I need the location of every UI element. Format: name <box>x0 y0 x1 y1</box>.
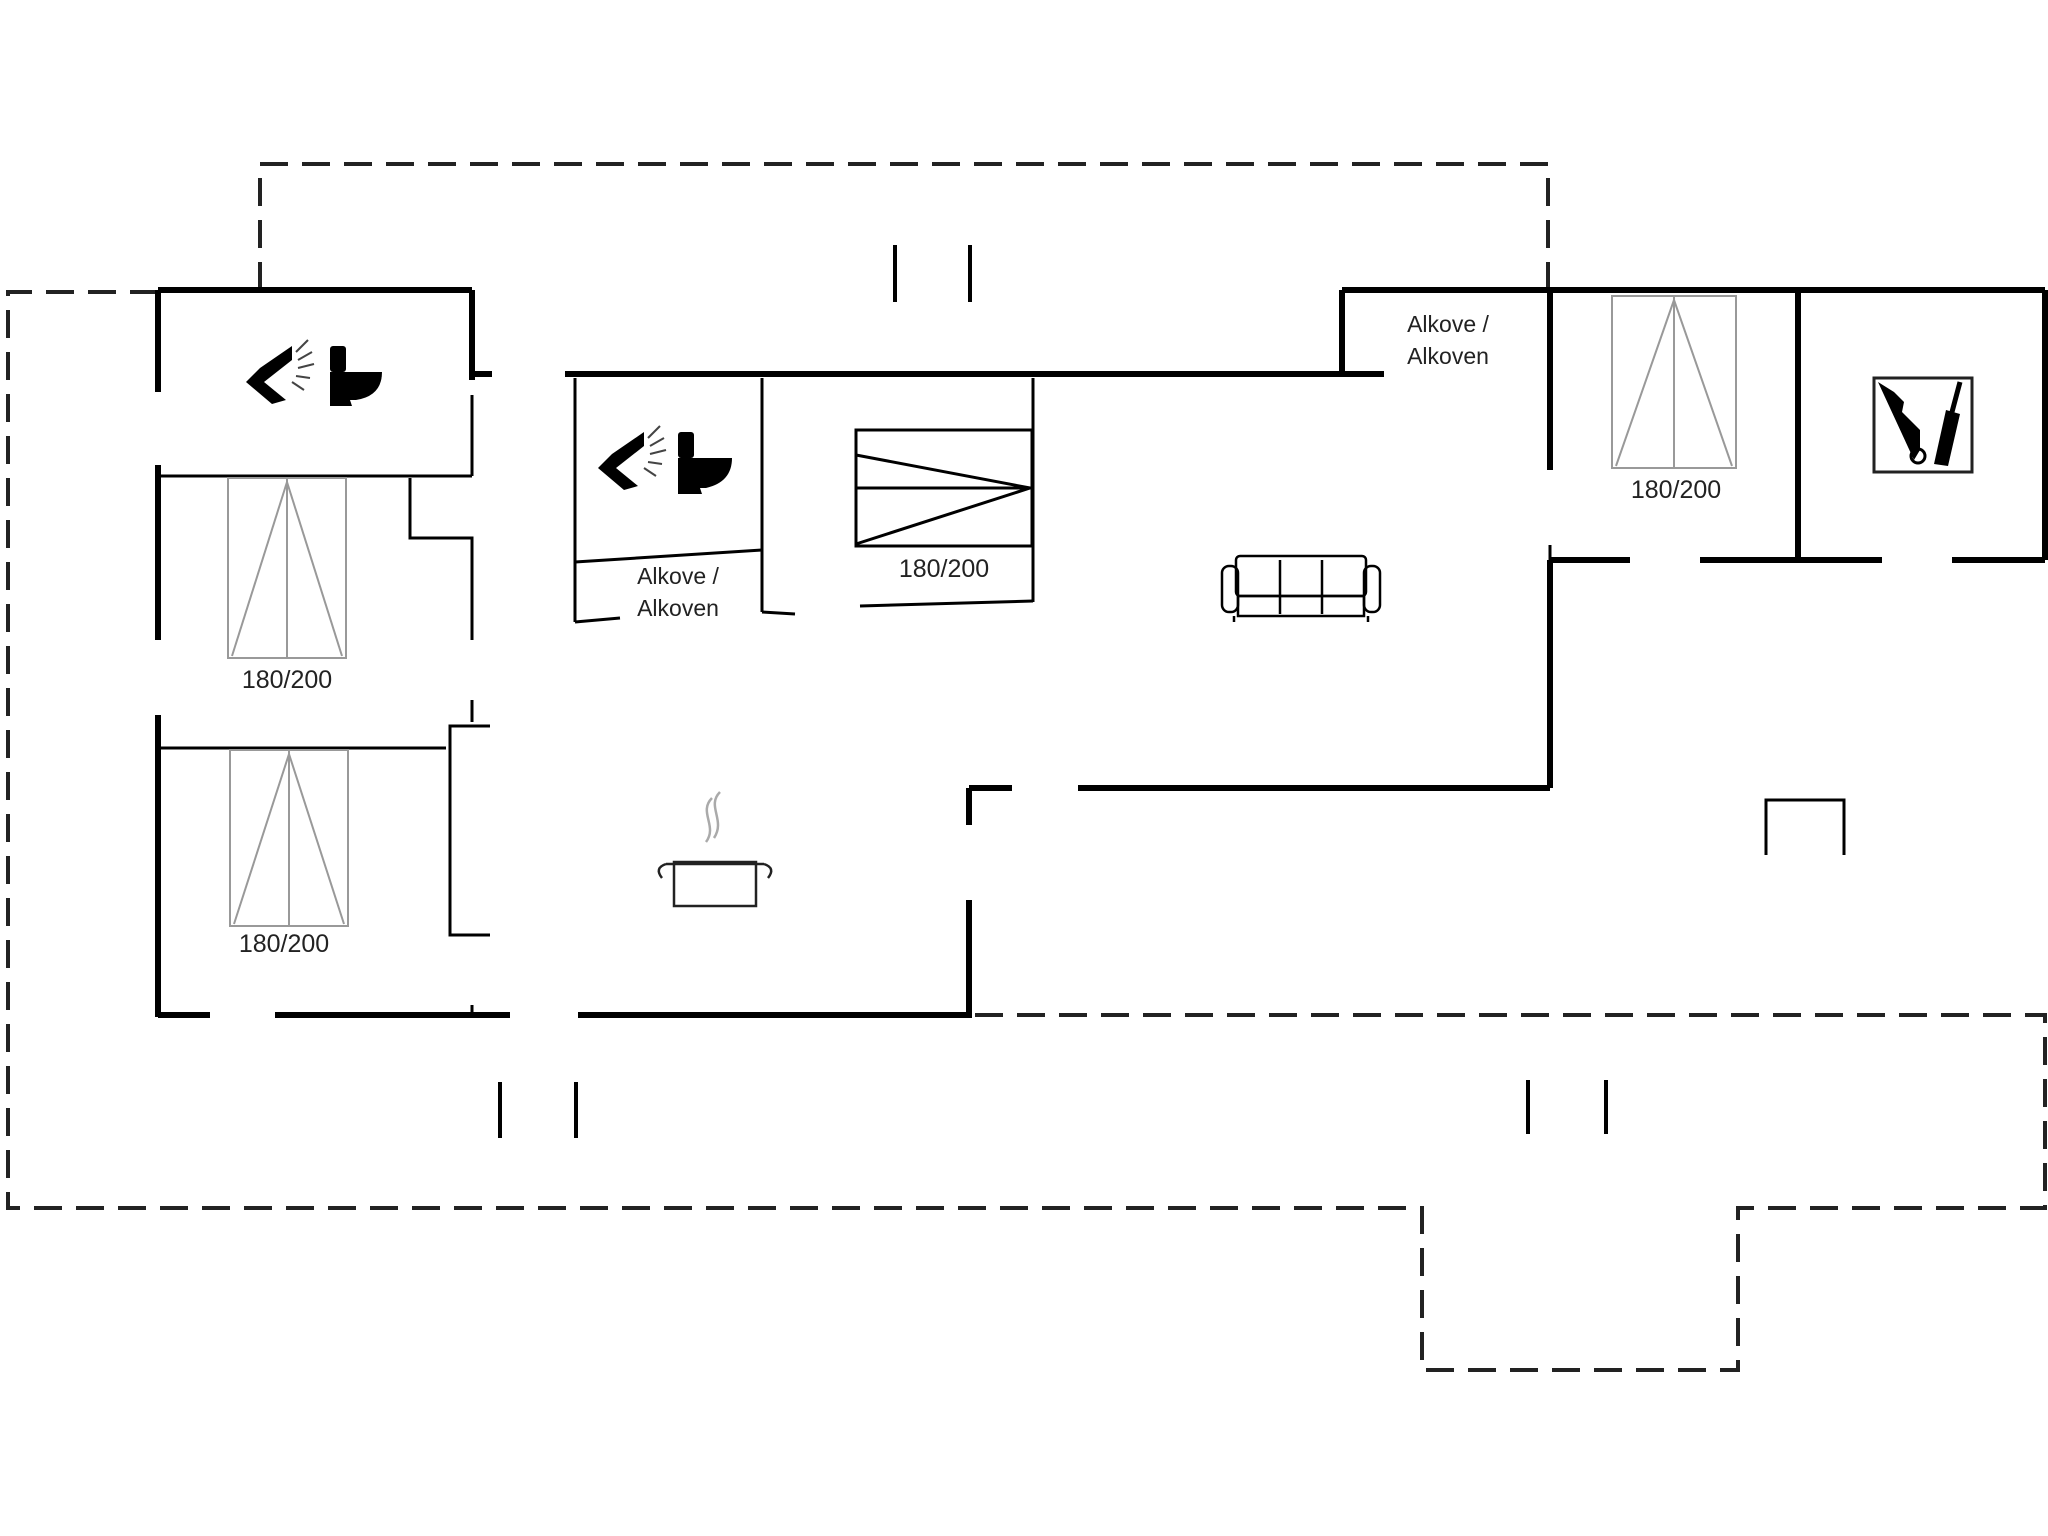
alcove-label: Alkove / <box>637 563 719 589</box>
terrace-outline <box>6 162 2047 1372</box>
cooking-pot-icon <box>657 791 773 908</box>
bed-center <box>854 428 1034 548</box>
sofa-icon <box>1220 554 1382 622</box>
toilet-icon <box>678 432 732 494</box>
alcove-label: Alkoven <box>1407 343 1489 369</box>
bed-left-lower <box>229 749 349 927</box>
shower-icon <box>246 339 315 404</box>
shower-icon <box>598 425 667 490</box>
bed-right <box>1611 295 1737 469</box>
walls <box>155 287 2048 1018</box>
bed-left-upper <box>227 477 347 659</box>
partitions <box>158 372 1552 1015</box>
fireplace-icon <box>1764 798 1846 855</box>
bed-size-label: 180/200 <box>899 555 989 583</box>
utility-room-icon <box>1872 376 1974 474</box>
toilet-icon <box>330 346 382 406</box>
bed-size-label: 180/200 <box>239 930 329 958</box>
alcove-label: Alkove / <box>1407 311 1489 337</box>
window-marks <box>498 245 1608 1138</box>
alcove-label: Alkoven <box>637 595 719 621</box>
bed-size-label: 180/200 <box>242 666 332 694</box>
bed-size-label: 180/200 <box>1631 476 1721 504</box>
